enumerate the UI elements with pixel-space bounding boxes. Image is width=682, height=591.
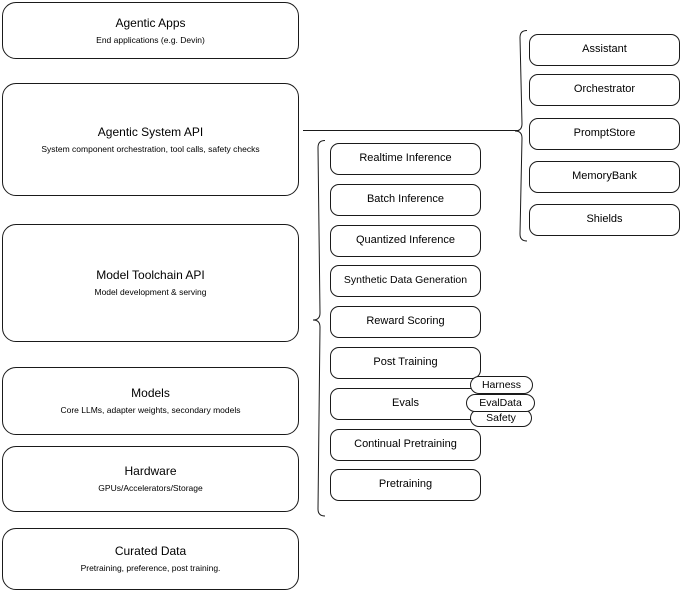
capability-label: Pretraining bbox=[378, 478, 433, 491]
component-label: Shields bbox=[586, 213, 623, 226]
layer-title: Agentic System API bbox=[97, 124, 204, 139]
capability-label: Realtime Inference bbox=[359, 152, 452, 165]
agentic-system-connector-line bbox=[303, 130, 519, 131]
layer-subtitle: System component orchestration, tool cal… bbox=[41, 143, 260, 154]
component-shields[interactable]: Shields bbox=[529, 204, 680, 236]
layer-subtitle: End applications (e.g. Devin) bbox=[96, 34, 205, 45]
layer-title: Agentic Apps bbox=[115, 15, 186, 30]
component-assistant[interactable]: Assistant bbox=[529, 34, 680, 66]
capability-post-training[interactable]: Post Training bbox=[330, 347, 481, 379]
capability-realtime-inference[interactable]: Realtime Inference bbox=[330, 143, 481, 175]
capability-synthetic-data-generation[interactable]: Synthetic Data Generation bbox=[330, 265, 481, 297]
layer-agentic-apps[interactable]: Agentic Apps End applications (e.g. Devi… bbox=[2, 2, 299, 59]
component-promptstore[interactable]: PromptStore bbox=[529, 118, 680, 150]
layer-subtitle: Model development & serving bbox=[94, 287, 207, 298]
capability-label: Synthetic Data Generation bbox=[343, 274, 468, 287]
layer-model-toolchain-api[interactable]: Model Toolchain API Model development & … bbox=[2, 224, 299, 342]
component-memorybank[interactable]: MemoryBank bbox=[529, 161, 680, 193]
capability-pretraining[interactable]: Pretraining bbox=[330, 469, 481, 501]
capability-label: Evals bbox=[392, 397, 419, 410]
agentic-system-brace bbox=[514, 30, 529, 243]
capability-reward-scoring[interactable]: Reward Scoring bbox=[330, 306, 481, 338]
layer-title: Models bbox=[131, 386, 170, 401]
eval-pill-harness[interactable]: Harness bbox=[470, 376, 533, 394]
capability-continual-pretraining[interactable]: Continual Pretraining bbox=[330, 429, 481, 461]
component-label: Orchestrator bbox=[573, 83, 636, 96]
component-label: Assistant bbox=[582, 43, 627, 56]
capability-label: Reward Scoring bbox=[366, 315, 445, 328]
component-label: PromptStore bbox=[573, 127, 636, 140]
layer-title: Hardware bbox=[124, 464, 177, 479]
eval-pill-evaldata[interactable]: EvalData bbox=[466, 394, 535, 412]
capability-evals[interactable]: Evals bbox=[330, 388, 481, 420]
model-toolchain-brace bbox=[312, 140, 327, 518]
capability-label: Quantized Inference bbox=[355, 234, 456, 247]
layer-subtitle: GPUs/Accelerators/Storage bbox=[98, 483, 203, 494]
layer-models[interactable]: Models Core LLMs, adapter weights, secon… bbox=[2, 367, 299, 435]
layer-subtitle: Core LLMs, adapter weights, secondary mo… bbox=[60, 405, 241, 416]
layer-subtitle: Pretraining, preference, post training. bbox=[80, 563, 221, 574]
layer-curated-data[interactable]: Curated Data Pretraining, preference, po… bbox=[2, 528, 299, 590]
component-orchestrator[interactable]: Orchestrator bbox=[529, 74, 680, 106]
layer-agentic-system-api[interactable]: Agentic System API System component orch… bbox=[2, 83, 299, 196]
capability-quantized-inference[interactable]: Quantized Inference bbox=[330, 225, 481, 257]
capability-label: Continual Pretraining bbox=[354, 438, 457, 451]
capability-label: Batch Inference bbox=[366, 193, 445, 206]
layer-hardware[interactable]: Hardware GPUs/Accelerators/Storage bbox=[2, 446, 299, 512]
capability-label: Post Training bbox=[373, 356, 438, 369]
layer-title: Curated Data bbox=[114, 544, 187, 559]
capability-batch-inference[interactable]: Batch Inference bbox=[330, 184, 481, 216]
component-label: MemoryBank bbox=[572, 170, 637, 183]
eval-pill-safety[interactable]: Safety bbox=[470, 409, 532, 427]
layer-title: Model Toolchain API bbox=[96, 268, 205, 283]
